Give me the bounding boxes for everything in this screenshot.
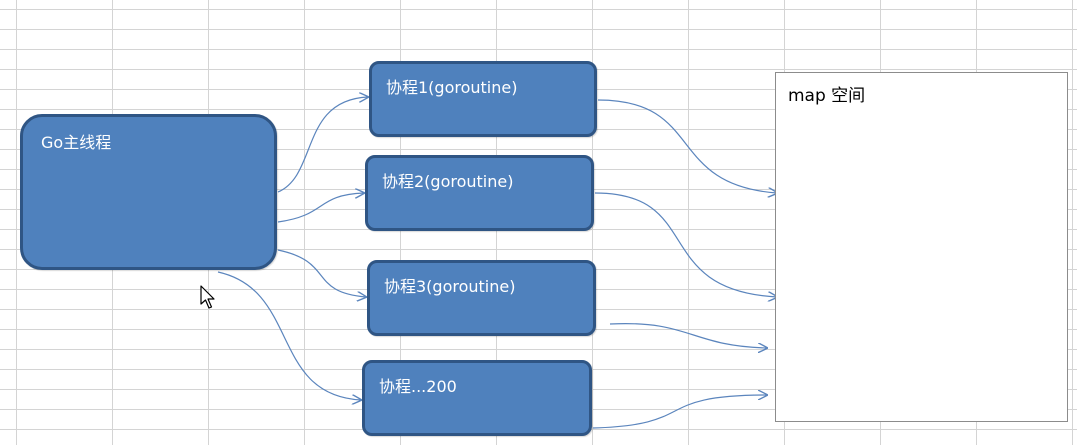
arrow-main-to-goroutine-1 xyxy=(277,97,368,193)
goroutine-box-3: 协程3(goroutine) xyxy=(367,260,596,336)
goroutine-label-200: 协程...200 xyxy=(379,377,457,396)
main-thread-box: Go主线程 xyxy=(20,114,277,270)
goroutine-label-3: 协程3(goroutine) xyxy=(384,277,516,296)
arrow-goroutine-2-to-map xyxy=(594,192,777,297)
goroutine-label-2: 协程2(goroutine) xyxy=(382,172,514,191)
arrow-goroutine-3-to-map xyxy=(609,322,767,348)
mouse-cursor-icon xyxy=(200,285,215,309)
arrow-main-to-goroutine-3 xyxy=(277,249,366,297)
goroutine-box-1: 协程1(goroutine) xyxy=(369,61,597,137)
arrow-goroutine-1-to-map xyxy=(597,99,777,193)
map-space-box: map 空间 xyxy=(775,72,1068,422)
arrow-main-to-goroutine-2 xyxy=(277,193,364,223)
goroutine-box-2: 协程2(goroutine) xyxy=(365,155,594,231)
goroutine-label-1: 协程1(goroutine) xyxy=(386,78,518,97)
main-thread-label: Go主线程 xyxy=(41,133,112,152)
arrow-goroutine-4-to-map xyxy=(592,395,767,429)
arrow-main-to-goroutine-4 xyxy=(217,271,361,400)
map-space-label: map 空间 xyxy=(788,86,866,106)
goroutine-box-200: 协程...200 xyxy=(362,360,592,436)
